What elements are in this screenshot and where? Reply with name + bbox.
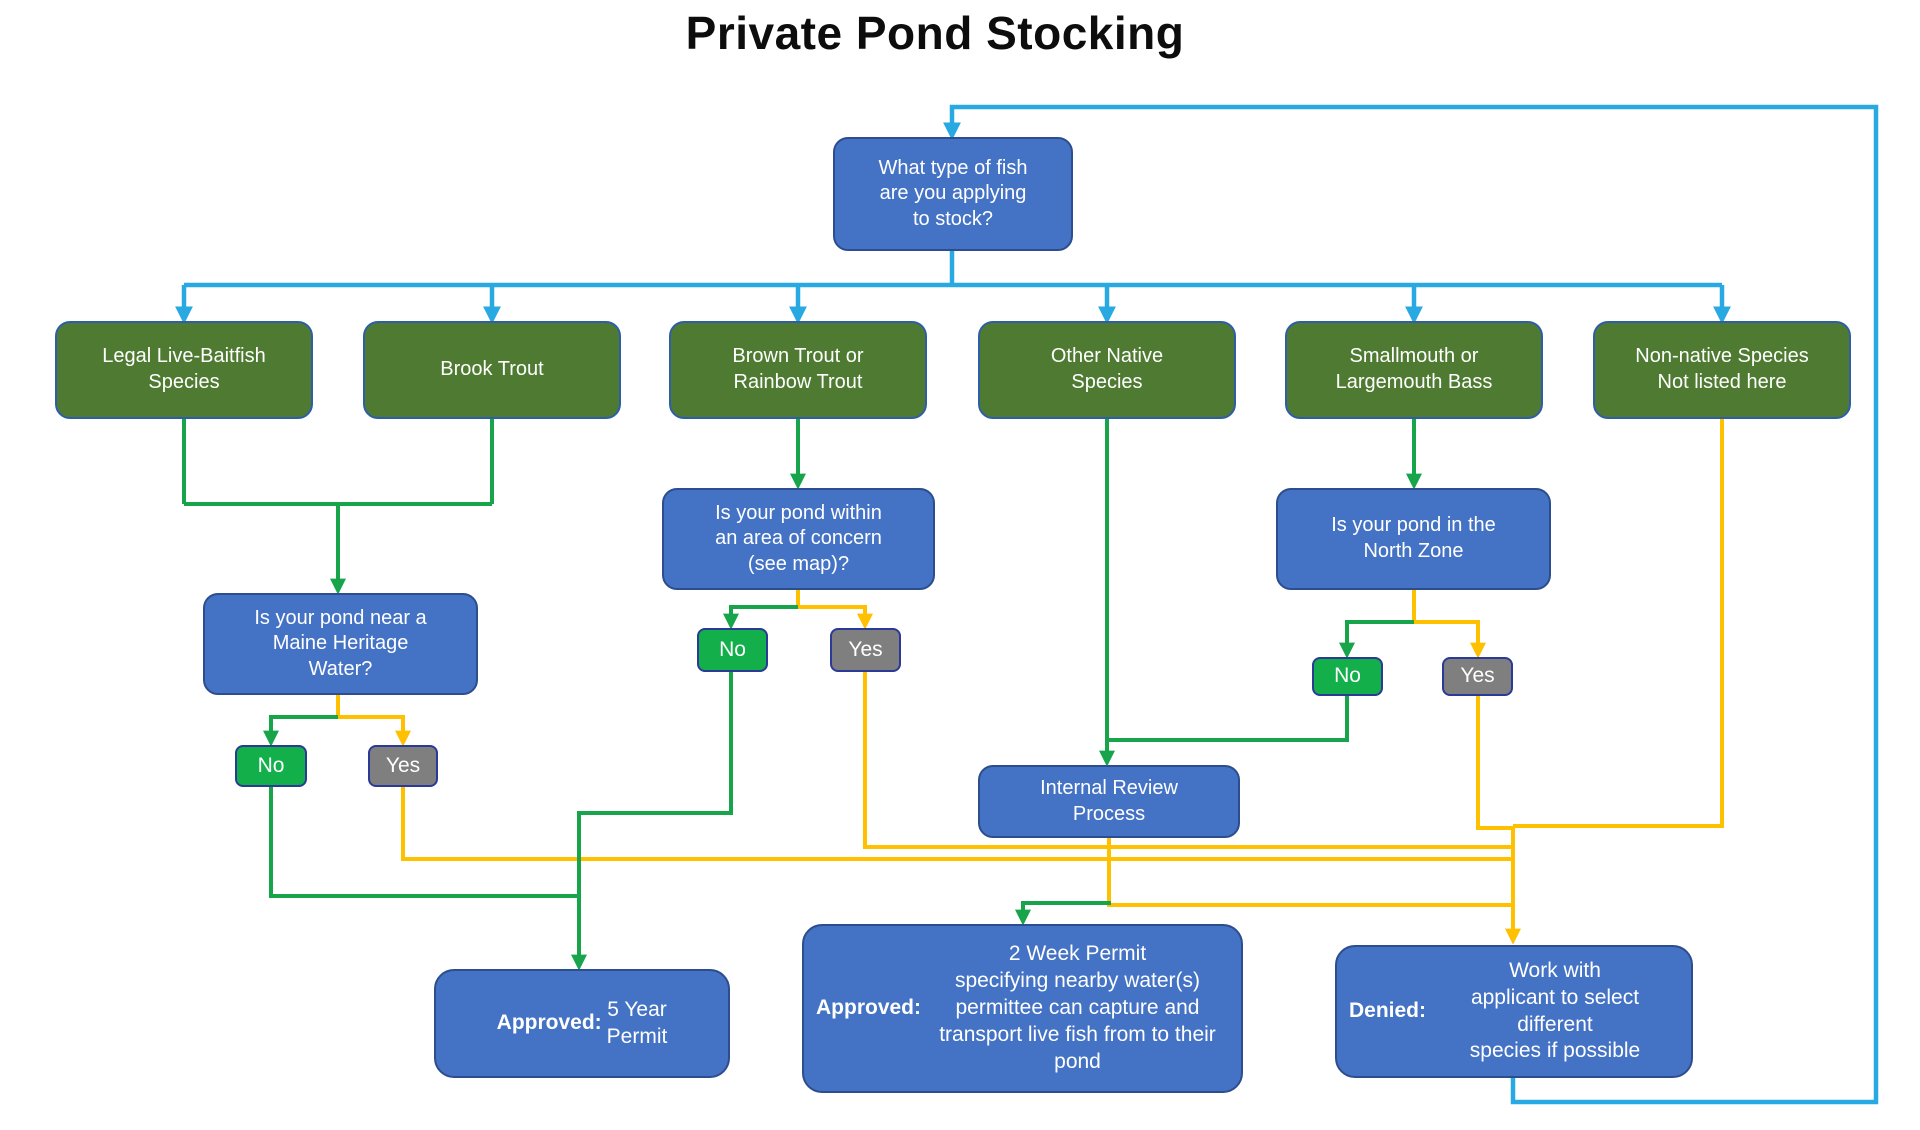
node-decision-maine-heritage: Is your pond near a Maine Heritage Water… [203,593,478,695]
edge-denied-loop-to-top [943,104,1879,1105]
result-text: Work with applicant to select different … [1469,958,1641,1063]
node-top-question: What type of fish are you applying to st… [833,137,1073,251]
node-category-nonnative: Non-native Species Not listed here [1593,321,1851,419]
node-result-approved-5year: Approved:5 Year Permit [434,969,730,1078]
edge-maine-no-out [269,787,579,898]
node-result-denied: Denied: Work with applicant to select dif… [1335,945,1693,1078]
green-connectors [182,419,1422,971]
result-prefix: Denied: [1349,999,1427,1023]
edge-maine-stem-no [263,715,338,747]
chip-north-yes: Yes [1442,657,1513,696]
blue-connectors [175,104,1879,1105]
chip-north-no: No [1312,657,1383,696]
node-decision-area-of-concern: Is your pond within an area of concern (… [662,488,935,590]
chip-maine-yes: Yes [368,745,438,787]
node-category-brook-trout: Brook Trout [363,321,621,419]
result-text: 5 Year Permit [606,997,668,1048]
edge-north-stem-no [1339,620,1414,659]
chip-concern-yes: Yes [830,628,901,672]
edge-concern-no-to-5year [571,672,733,971]
yellow-connectors [336,419,1724,945]
edge-north-no-merge [1107,696,1349,742]
edge-maine-stem-yes [336,695,411,747]
edge-concern-stem-yes [796,590,873,630]
edge-concern-yes-to-denied [863,672,1513,849]
edge-north-stem-yes [1412,590,1486,659]
edge-maine-yes-to-denied [401,787,1513,861]
edge-north-yes-to-denied [1476,696,1515,830]
edge-nonnative-to-denied [1513,419,1724,828]
chip-maine-no: No [235,745,307,787]
node-category-other-native: Other Native Species [978,321,1236,419]
chip-concern-no: No [697,628,768,672]
node-result-approved-2week: Approved: 2 Week Permit specifying nearby… [802,924,1243,1093]
node-category-baitfish: Legal Live-Baitfish Species [55,321,313,419]
result-prefix: Approved: [816,996,921,1020]
result-text: 2 Week Permit specifying nearby water(s)… [939,942,1216,1073]
node-internal-review: Internal Review Process [978,765,1240,838]
node-decision-north-zone: Is your pond in the North Zone [1276,488,1551,590]
edge-concern-stem-no [723,605,798,630]
edge-internal-to-2week [1015,901,1111,926]
node-category-bass: Smallmouth or Largemouth Bass [1285,321,1543,419]
result-prefix: Approved: [496,1011,602,1035]
page-title: Private Pond Stocking [685,7,1185,59]
node-category-brown-rainbow-trout: Brown Trout or Rainbow Trout [669,321,927,419]
